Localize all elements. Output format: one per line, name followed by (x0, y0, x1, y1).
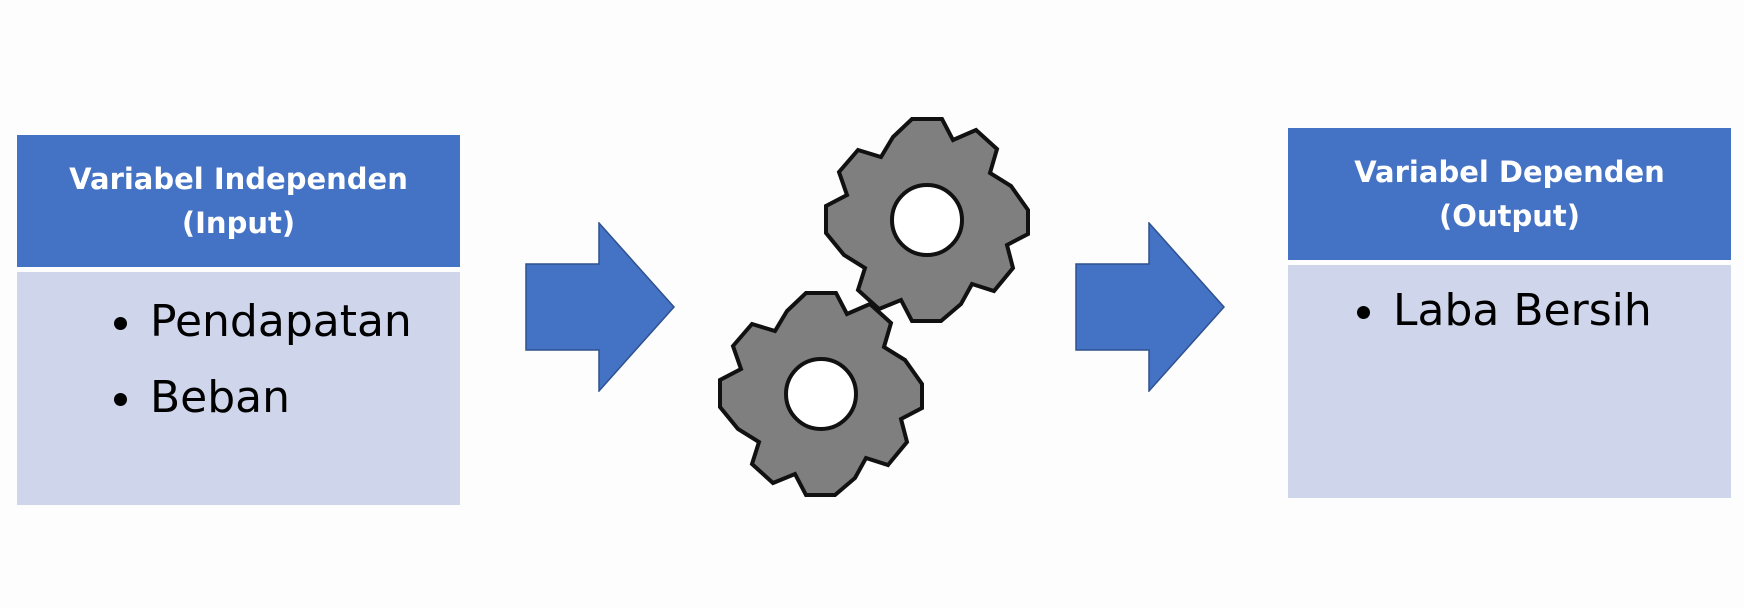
input-box-header: Variabel Independen (Input) (17, 135, 460, 267)
item-label: Laba Bersih (1393, 285, 1652, 336)
item-label: Beban (150, 372, 291, 423)
output-variables-box: Variabel Dependen (Output) Laba Bersih (1288, 128, 1731, 498)
input-box-subtitle: (Input) (181, 206, 296, 240)
input-box-body: Pendapatan Beban (17, 272, 460, 505)
output-box-subtitle: (Output) (1439, 199, 1580, 233)
output-items-list: Laba Bersih (1357, 273, 1731, 349)
bullet-icon (1357, 306, 1370, 319)
bullet-icon (114, 393, 127, 406)
list-item: Laba Bersih (1357, 273, 1731, 349)
gear-icon (718, 291, 924, 497)
list-item: Beban (114, 360, 460, 436)
input-items-list: Pendapatan Beban (114, 284, 460, 436)
bullet-icon (114, 317, 127, 330)
output-box-header: Variabel Dependen (Output) (1288, 128, 1731, 260)
arrow-right-icon (1075, 222, 1225, 392)
list-item: Pendapatan (114, 284, 460, 360)
arrow-right-icon (525, 222, 675, 392)
item-label: Pendapatan (150, 296, 412, 347)
output-box-title: Variabel Dependen (1354, 155, 1665, 189)
input-variables-box: Variabel Independen (Input) Pendapatan B… (17, 135, 460, 505)
input-box-title: Variabel Independen (69, 162, 408, 196)
gear-icon (824, 117, 1030, 323)
output-box-body: Laba Bersih (1288, 265, 1731, 498)
